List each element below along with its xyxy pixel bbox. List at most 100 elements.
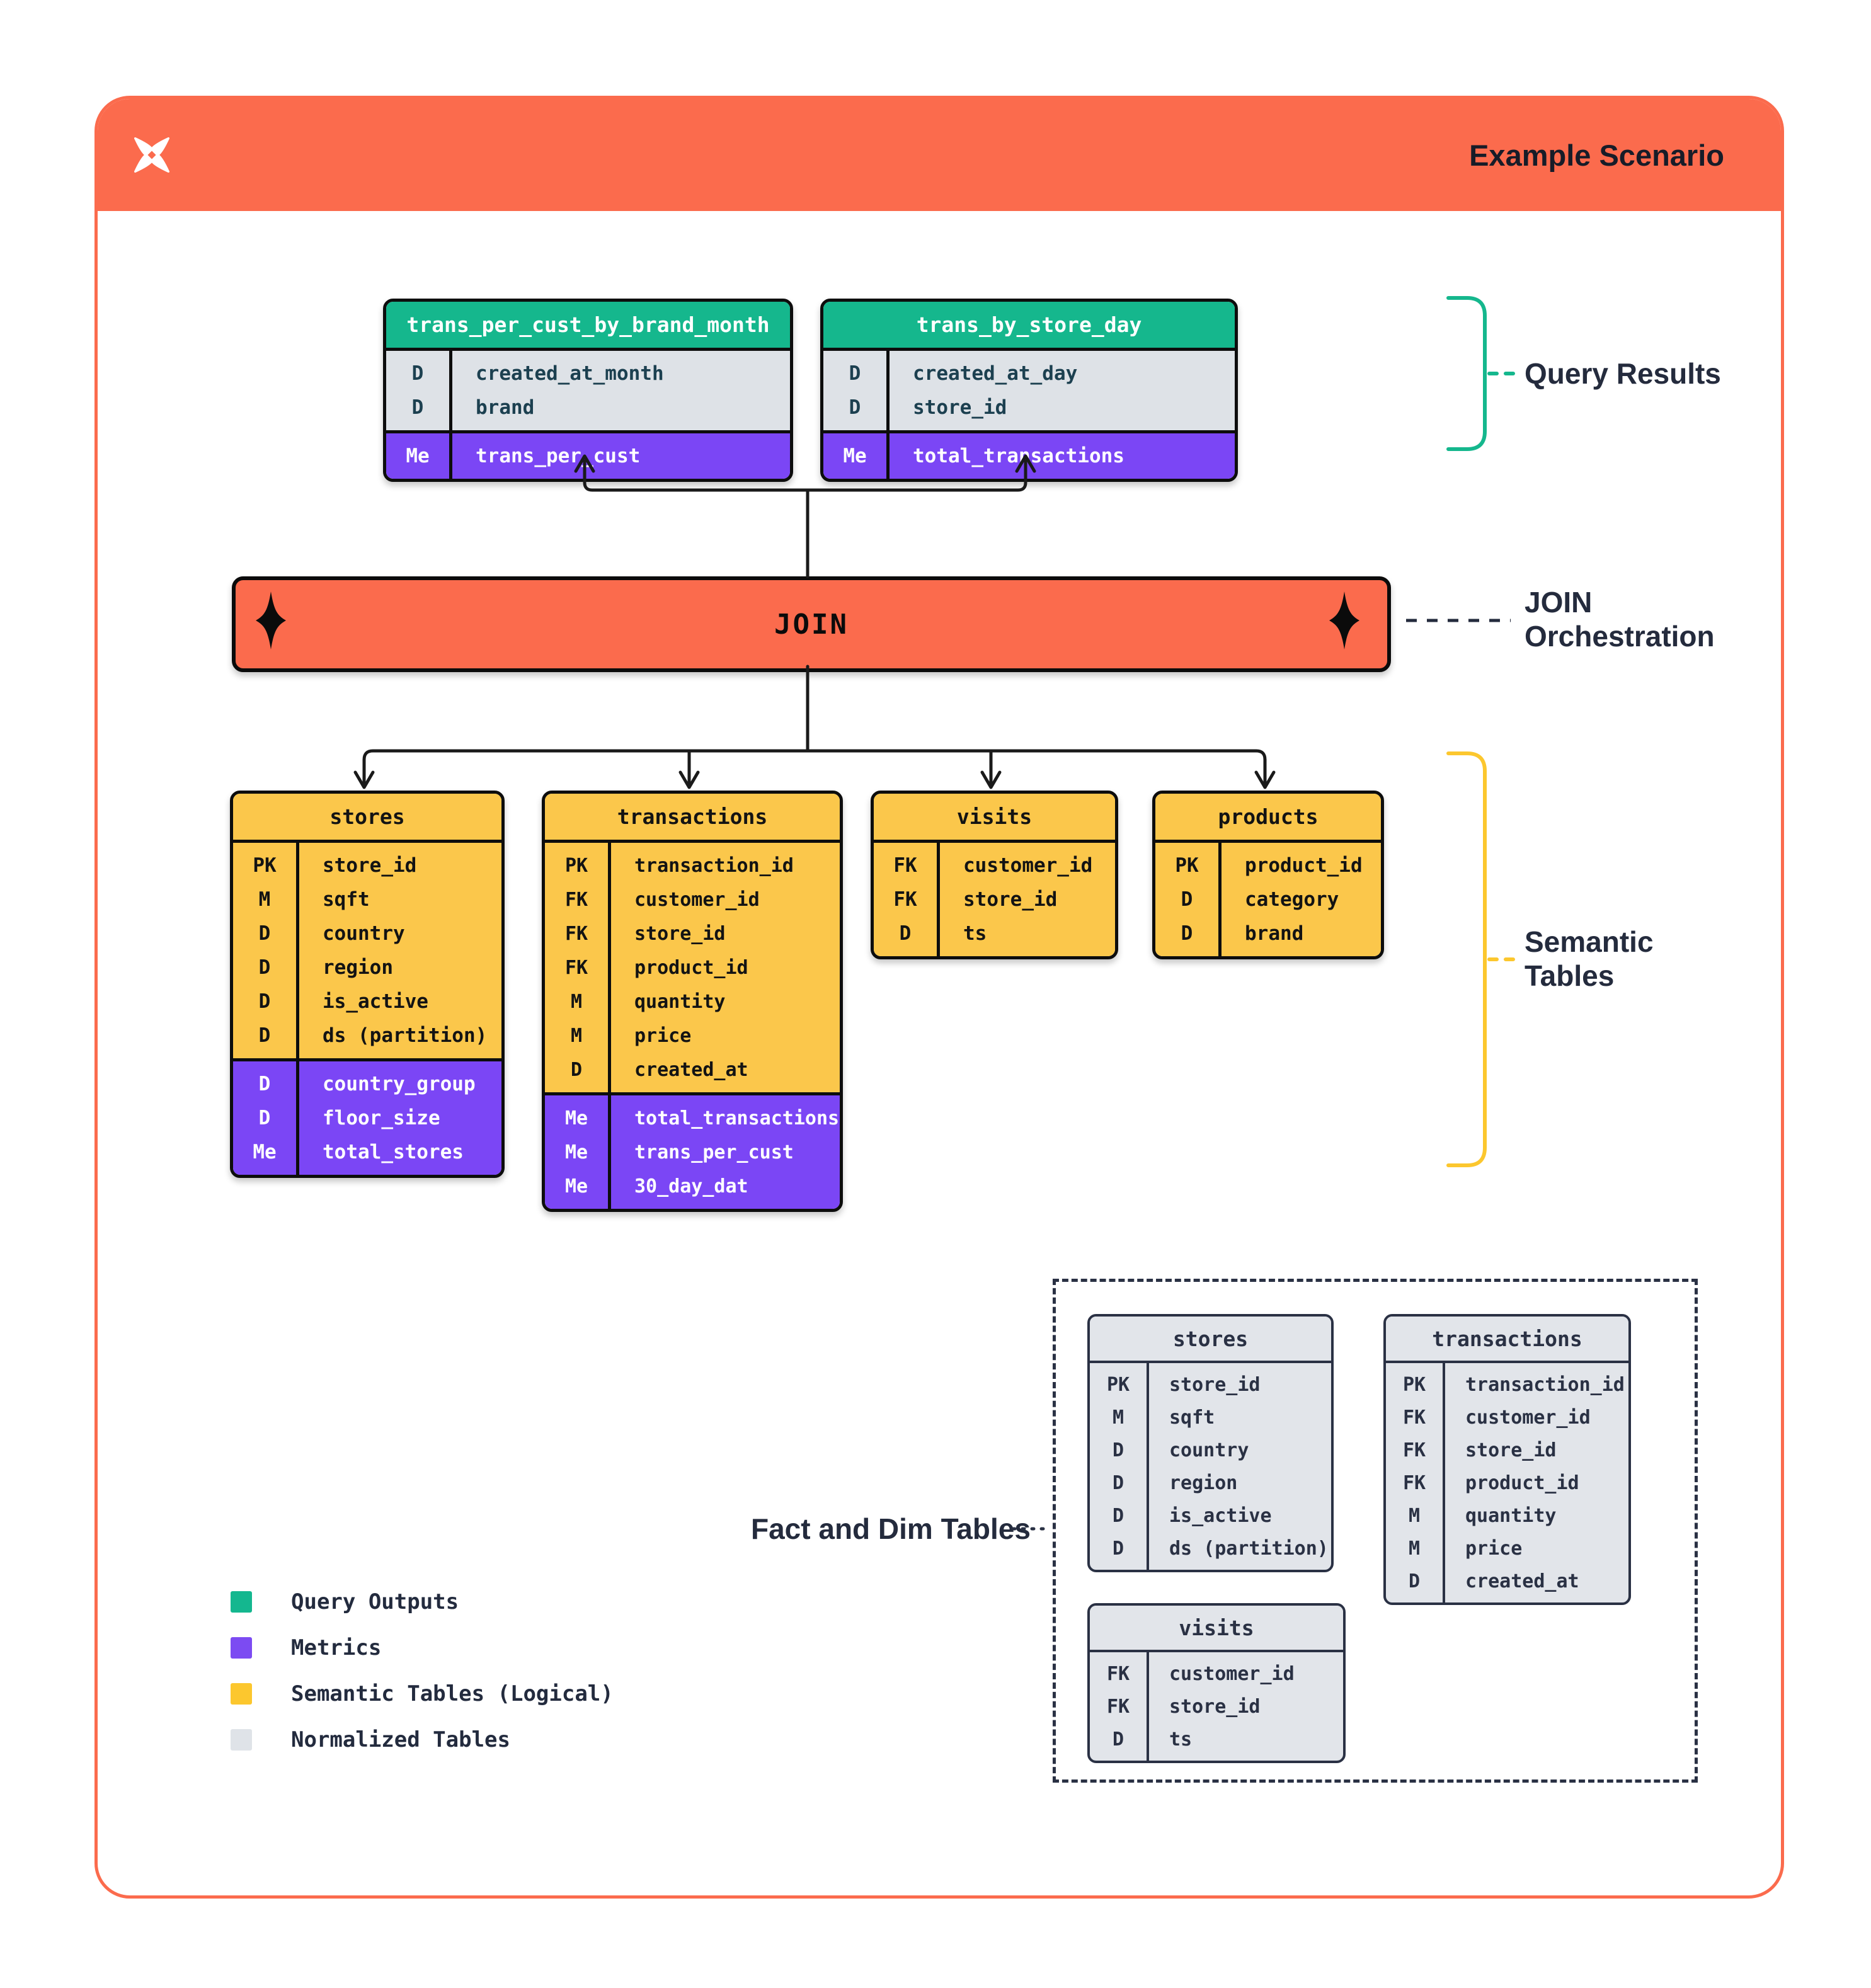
- table-title: trans_per_cust_by_brand_month: [386, 302, 790, 348]
- metric-rows: Me total_transactions: [823, 430, 1235, 479]
- column-rows: PK store_id M sqft D country D region D …: [233, 840, 501, 1058]
- row-value: product_id: [1465, 1471, 1579, 1494]
- semantic-table-transactions: transactions PK transaction_id FK custom…: [542, 791, 843, 1212]
- row-value: is_active: [323, 990, 428, 1013]
- row-value: region: [1169, 1471, 1238, 1494]
- row-value: total_transactions: [634, 1107, 840, 1129]
- table-row: M sqft: [233, 883, 501, 917]
- row-key: PK: [1175, 854, 1199, 877]
- row-value: store_id: [323, 854, 417, 877]
- row-value: price: [1465, 1537, 1523, 1560]
- row-key: D: [411, 362, 424, 385]
- normalized-table-visits: visits FK customer_id FK store_id D ts: [1087, 1603, 1346, 1763]
- row-key: FK: [1402, 1471, 1426, 1494]
- table-title: transactions: [545, 794, 840, 840]
- row-value: trans_per_cust: [634, 1141, 794, 1163]
- table-row: PK store_id: [1090, 1368, 1331, 1401]
- row-key: FK: [893, 888, 917, 911]
- row-key: D: [899, 922, 912, 945]
- row-value: transaction_id: [634, 854, 794, 877]
- legend-label: Metrics: [291, 1635, 382, 1660]
- table-title: visits: [874, 794, 1115, 840]
- row-value: store_id: [634, 922, 726, 945]
- dimension-rows: D created_at_month D brand: [386, 348, 790, 430]
- legend-label: Normalized Tables: [291, 1727, 510, 1752]
- table-row: Me 30_day_dat: [545, 1169, 840, 1203]
- legend-swatch-icon: [231, 1591, 252, 1613]
- row-value: country_group: [323, 1073, 476, 1095]
- table-row: FK store_id: [874, 883, 1115, 917]
- row-key: Me: [406, 445, 430, 467]
- normalized-table-stores: stores PK store_id M sqft D country D re…: [1087, 1314, 1334, 1572]
- table-title: stores: [1090, 1317, 1331, 1361]
- semantic-table-products: products PK product_id D category D bran…: [1152, 791, 1384, 959]
- row-value: customer_id: [1169, 1662, 1295, 1685]
- row-key: FK: [564, 888, 588, 911]
- row-key: D: [1112, 1537, 1124, 1560]
- row-key: PK: [564, 854, 588, 877]
- row-value: ds (partition): [1169, 1537, 1329, 1560]
- row-key: M: [570, 990, 583, 1013]
- row-value: ts: [1169, 1728, 1193, 1751]
- row-value: category: [1245, 888, 1339, 911]
- row-value: created_at_day: [913, 362, 1078, 385]
- table-row: FK product_id: [1386, 1466, 1628, 1499]
- table-row: D region: [233, 951, 501, 985]
- table-title: stores: [233, 794, 501, 840]
- row-key: FK: [1402, 1439, 1426, 1461]
- table-row: PK transaction_id: [545, 848, 840, 883]
- table-row: D store_id: [823, 391, 1235, 425]
- row-key: D: [849, 396, 861, 419]
- row-key: PK: [253, 854, 277, 877]
- table-row: D created_at_month: [386, 357, 790, 391]
- row-value: customer_id: [963, 854, 1093, 877]
- table-row: D brand: [1155, 917, 1381, 951]
- row-key: D: [849, 362, 861, 385]
- row-key: D: [1181, 888, 1193, 911]
- row-value: total_transactions: [913, 445, 1124, 467]
- semantic-table-stores: stores PK store_id M sqft D country D re…: [230, 791, 505, 1178]
- table-row: D floor_size: [233, 1101, 501, 1135]
- table-title: products: [1155, 794, 1381, 840]
- table-row: FK customer_id: [1386, 1401, 1628, 1434]
- table-row: M quantity: [545, 985, 840, 1019]
- row-key: D: [1408, 1570, 1421, 1592]
- row-value: trans_per_cust: [476, 445, 641, 467]
- column-rows: PK product_id D category D brand: [1155, 840, 1381, 956]
- row-value: is_active: [1169, 1504, 1272, 1527]
- row-key: FK: [564, 922, 588, 945]
- metric-rows: Me total_transactions Me trans_per_cust …: [545, 1092, 840, 1209]
- table-row: Me total_transactions: [545, 1101, 840, 1135]
- header-bar: Example Scenario: [98, 99, 1781, 211]
- semantic-table-visits: visits FK customer_id FK store_id D ts: [871, 791, 1118, 959]
- join-orchestration-bar: JOIN: [232, 576, 1391, 672]
- row-key: FK: [1402, 1406, 1426, 1429]
- column-rows: PK transaction_id FK customer_id FK stor…: [545, 840, 840, 1092]
- row-value: product_id: [1245, 854, 1363, 877]
- legend-item: Metrics: [231, 1635, 614, 1660]
- legend-item: Query Outputs: [231, 1589, 614, 1614]
- table-row: D created_at: [545, 1053, 840, 1087]
- row-value: brand: [476, 396, 535, 419]
- table-row: Me trans_per_cust: [545, 1135, 840, 1169]
- table-row: D region: [1090, 1466, 1331, 1499]
- row-value: product_id: [634, 956, 748, 979]
- row-key: D: [258, 1107, 271, 1129]
- table-row: D created_at_day: [823, 357, 1235, 391]
- table-row: D ds (partition): [1090, 1532, 1331, 1565]
- row-key: PK: [1106, 1373, 1130, 1396]
- row-value: transaction_id: [1465, 1373, 1625, 1396]
- row-key: Me: [253, 1141, 277, 1163]
- row-value: store_id: [963, 888, 1058, 911]
- legend: Query Outputs Metrics Semantic Tables (L…: [231, 1589, 614, 1775]
- row-value: ts: [963, 922, 987, 945]
- column-rows: FK customer_id FK store_id D ts: [874, 840, 1115, 956]
- semantic-tables-label: Semantic Tables: [1525, 925, 1654, 992]
- table-row: M quantity: [1386, 1499, 1628, 1532]
- row-key: Me: [564, 1107, 588, 1129]
- table-row: M sqft: [1090, 1401, 1331, 1434]
- row-value: customer_id: [1465, 1406, 1591, 1429]
- table-title: trans_by_store_day: [823, 302, 1235, 348]
- row-value: 30_day_dat: [634, 1175, 748, 1197]
